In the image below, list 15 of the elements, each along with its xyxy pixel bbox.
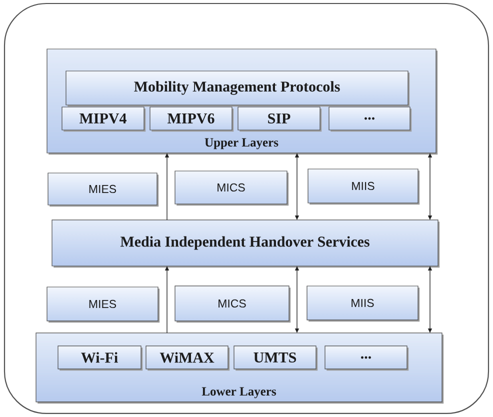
protocol-box: MIPV4 xyxy=(62,106,146,132)
protocol-box: ... xyxy=(328,106,412,132)
service-box: MIES xyxy=(48,172,159,207)
technology-box: UMTS xyxy=(234,346,318,371)
service-box: MICS xyxy=(174,170,289,206)
service-box: MIIS xyxy=(308,168,420,205)
protocol-box: SIP xyxy=(238,106,322,132)
protocol-box: MIPV6 xyxy=(150,106,234,132)
service-box: MIIS xyxy=(306,286,420,322)
technology-box: ... xyxy=(324,346,409,371)
services-box: Media Independent Handover Services xyxy=(52,220,440,268)
service-box: MIES xyxy=(46,286,160,323)
service-box: MICS xyxy=(174,286,291,323)
technology-box: Wi-Fi xyxy=(58,346,143,371)
technology-box: WiMAX xyxy=(146,346,230,371)
